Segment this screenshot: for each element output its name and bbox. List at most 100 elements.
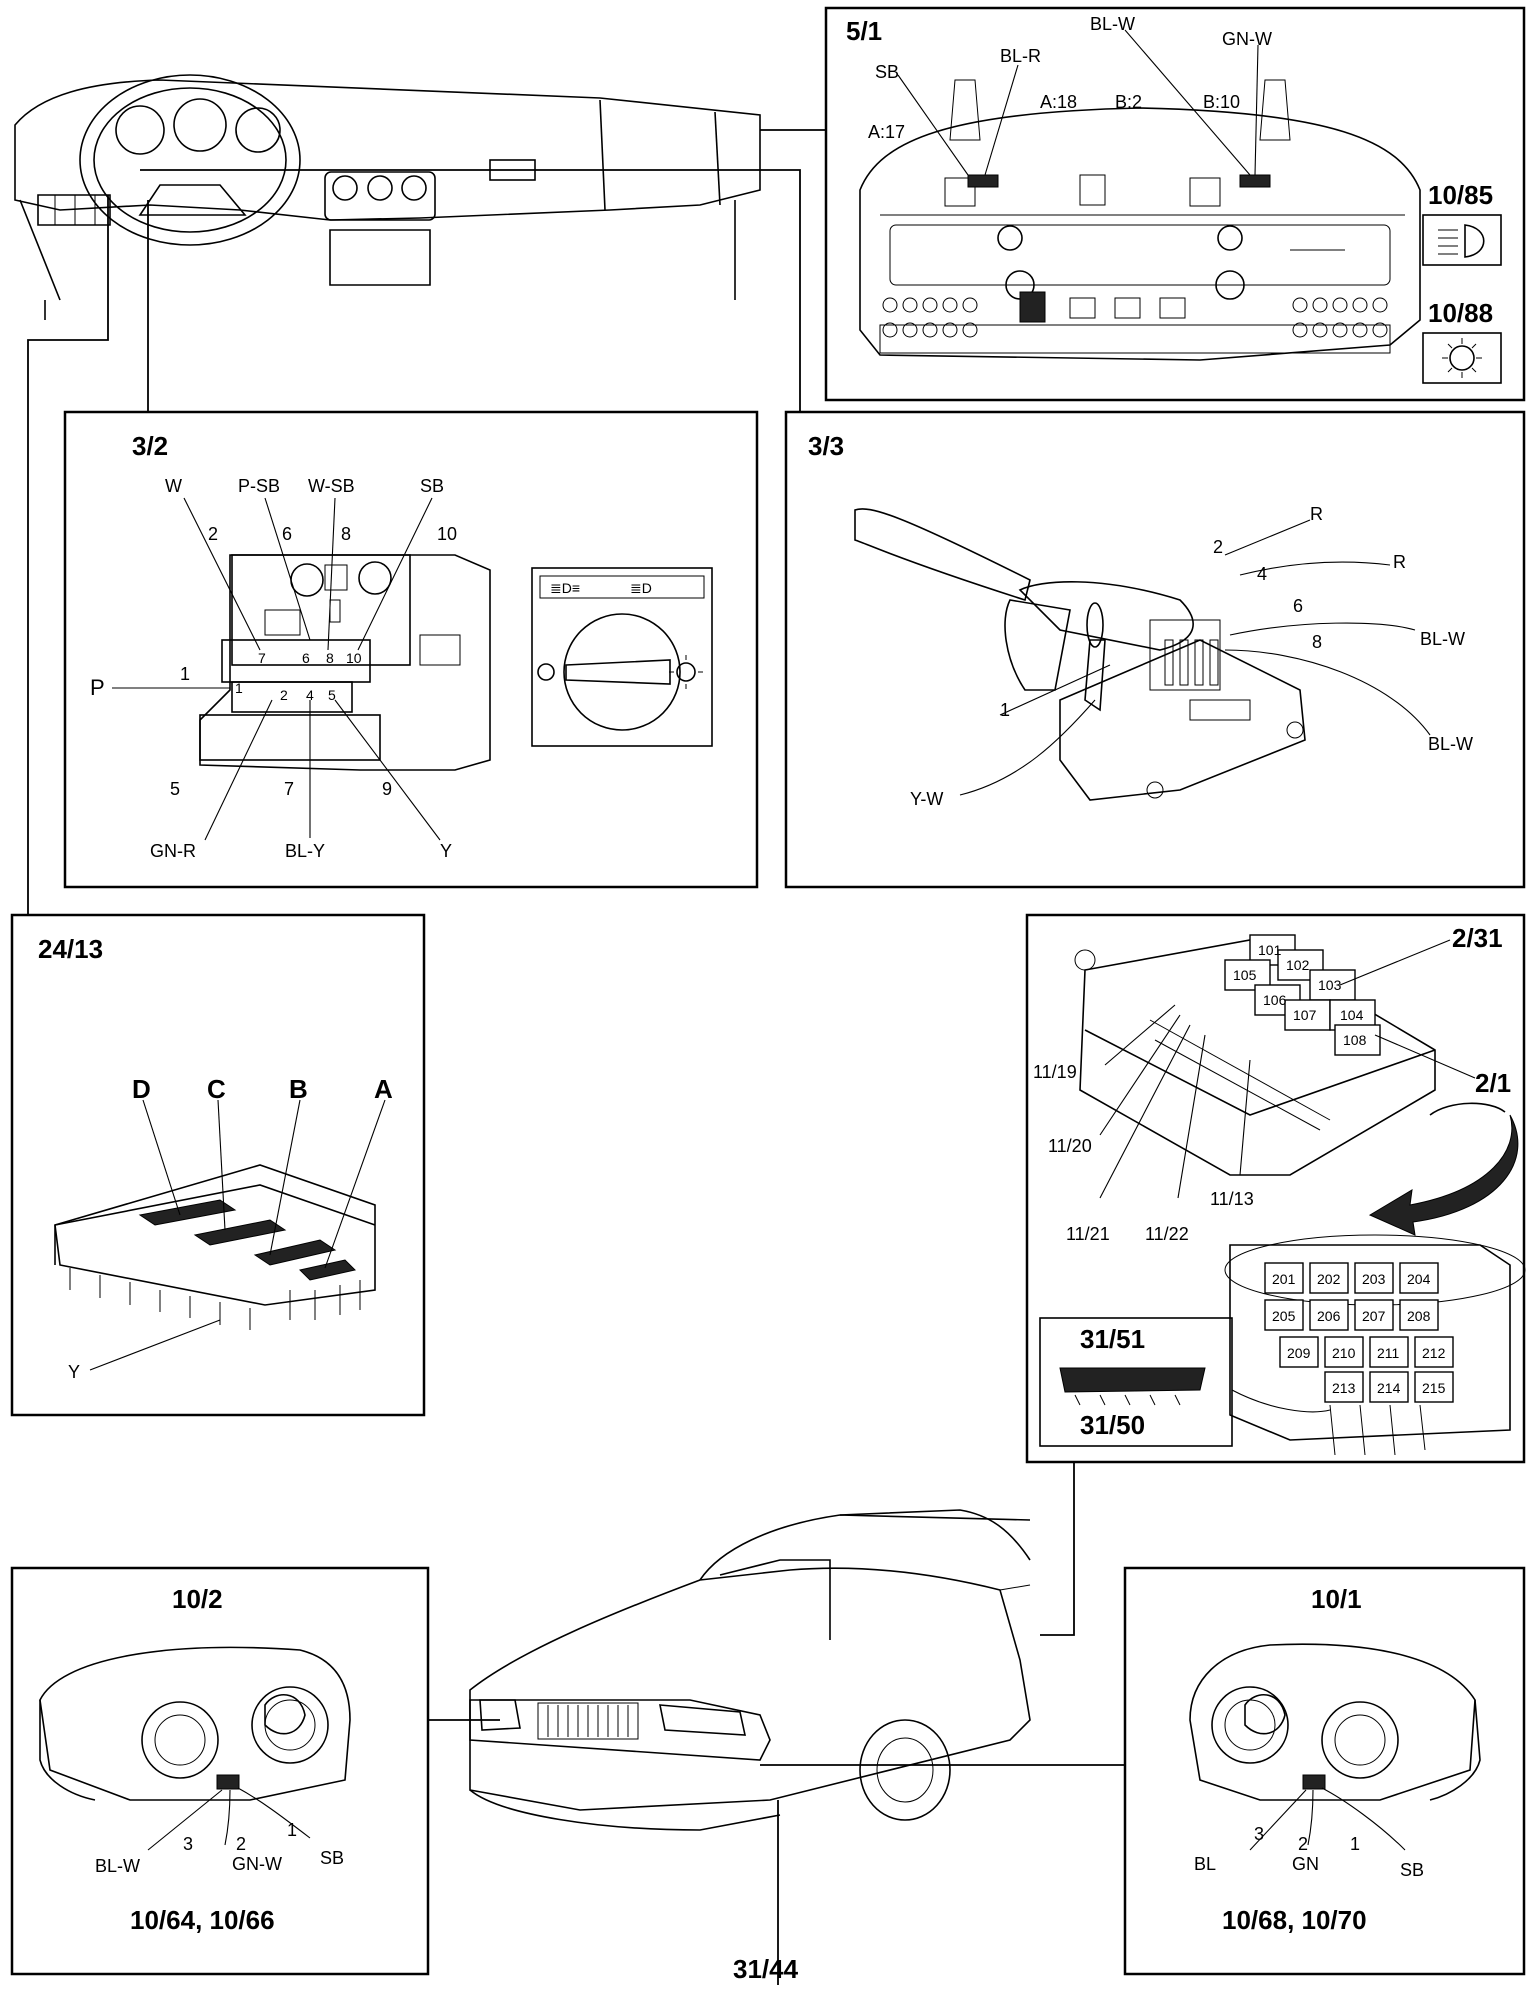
svg-text:5: 5	[328, 687, 336, 703]
relay-213: 213	[1332, 1380, 1356, 1396]
label-w: W	[165, 476, 182, 496]
relay-105: 105	[1233, 967, 1257, 983]
svg-text:2: 2	[280, 687, 288, 703]
label-11-20: 11/20	[1048, 1136, 1092, 1156]
connector-lines	[27, 129, 1125, 1985]
panel-3-3-title: 3/3	[808, 431, 844, 461]
label-pin-1: 1	[287, 1820, 297, 1840]
svg-text:6: 6	[302, 650, 310, 666]
label-pin-2: 2	[236, 1834, 246, 1854]
label-pin-2: 2	[1213, 537, 1223, 557]
svg-text:7: 7	[258, 650, 266, 666]
panel-31-51-title: 31/51	[1080, 1324, 1145, 1354]
label-bl-w: BL-W	[1090, 14, 1135, 34]
label-11-22: 11/22	[1145, 1224, 1189, 1244]
label-bl-y: BL-Y	[285, 841, 325, 861]
relay-203: 203	[1362, 1271, 1386, 1287]
label-pin-7: 7	[284, 779, 294, 799]
label-11-13: 11/13	[1210, 1189, 1254, 1209]
label-11-21: 11/21	[1066, 1224, 1110, 1244]
label-sb: SB	[875, 62, 899, 82]
switch-face	[531, 567, 713, 747]
label-y-w: Y-W	[910, 789, 943, 809]
label-gn-w: GN-W	[232, 1854, 282, 1874]
panel-3-2-title: 3/2	[132, 431, 168, 461]
relay-102: 102	[1286, 957, 1310, 973]
label-a18: A:18	[1040, 92, 1077, 112]
label-pin-2: 2	[208, 524, 218, 544]
panel-3-3: 3/3 R R BL-W BL-W Y-W 2 4 6 8 1	[784, 410, 1526, 889]
relay-208: 208	[1407, 1308, 1431, 1324]
label-a17: A:17	[868, 122, 905, 142]
relay-103: 103	[1318, 977, 1342, 993]
label-pin-5: 5	[170, 779, 180, 799]
front-wheel	[859, 1719, 951, 1821]
cluster-pins-right	[1292, 297, 1388, 338]
label-pin-1: 1	[180, 664, 190, 684]
label-bl: BL	[1194, 1854, 1216, 1874]
relay-214: 214	[1377, 1380, 1401, 1396]
relay-211: 211	[1377, 1345, 1400, 1361]
panel-2-31-title: 2/31	[1452, 923, 1503, 953]
label-y: Y	[440, 841, 452, 861]
label-a: A	[374, 1074, 393, 1104]
label-pin-10: 10	[437, 524, 457, 544]
panel-10-1-title: 10/1	[1311, 1584, 1362, 1614]
label-sb: SB	[420, 476, 444, 496]
panel-5-1: 5/1 SB	[824, 6, 1526, 402]
label-pin-3: 3	[1254, 1824, 1264, 1844]
svg-text:≣D: ≣D	[630, 580, 652, 596]
cluster-pins-left	[882, 297, 978, 338]
label-pin-9: 9	[382, 779, 392, 799]
relay-210: 210	[1332, 1345, 1356, 1361]
relay-201: 201	[1272, 1271, 1296, 1287]
grille	[537, 1702, 639, 1740]
relay-207: 207	[1362, 1308, 1386, 1324]
label-pin-6: 6	[282, 524, 292, 544]
label-pin-6: 6	[1293, 596, 1303, 616]
label-gn-w: GN-W	[1222, 29, 1272, 49]
panel-31-51-inset	[1039, 1317, 1233, 1447]
illumination-symbol-box	[1422, 332, 1502, 384]
label-11-19: 11/19	[1033, 1062, 1077, 1082]
label-w-sb: W-SB	[308, 476, 355, 496]
label-gn: GN	[1292, 1854, 1319, 1874]
label-pin-3: 3	[183, 1834, 193, 1854]
panel-24-13-title: 24/13	[38, 934, 103, 964]
relay-grid-bottom: 201 202 203 204 205 206 207 208 209 210 …	[1264, 1262, 1454, 1403]
label-pin-2: 2	[1298, 1834, 1308, 1854]
label-pin-4: 4	[1257, 564, 1267, 584]
car-illustration: 31/44	[469, 1509, 1031, 1984]
dashboard-illustration	[14, 74, 761, 320]
label-sb: SB	[1400, 1860, 1424, 1880]
svg-text:1: 1	[235, 680, 243, 696]
label-b: B	[289, 1074, 308, 1104]
label-pin-8: 8	[1312, 632, 1322, 652]
panel-31-50-title: 31/50	[1080, 1410, 1145, 1440]
panel-2-31: 2/31 2/1 101 102 103 104 105 106 107 108	[1025, 913, 1526, 1464]
svg-text:8: 8	[326, 650, 334, 666]
label-d: D	[132, 1074, 151, 1104]
relay-212: 212	[1422, 1345, 1446, 1361]
label-y: Y	[68, 1362, 80, 1382]
relay-215: 215	[1422, 1380, 1446, 1396]
label-r-1: R	[1310, 504, 1323, 524]
svg-text:≣D≡: ≣D≡	[550, 580, 580, 596]
label-bl-w-2: BL-W	[1428, 734, 1473, 754]
relay-107: 107	[1293, 1007, 1317, 1023]
label-pin-1: 1	[1350, 1834, 1360, 1854]
label-p: P	[90, 675, 105, 700]
label-b10: B:10	[1203, 92, 1240, 112]
relay-205: 205	[1272, 1308, 1296, 1324]
label-c: C	[207, 1074, 226, 1104]
panel-24-13: 24/13 D C B A Y	[10, 913, 426, 1417]
headlight-symbol-box	[1422, 214, 1502, 266]
svg-text:4: 4	[306, 687, 314, 703]
relay-grid-top: 101 102 103 104 105 106 107 108	[1224, 934, 1381, 1056]
relay-204: 204	[1407, 1271, 1431, 1287]
panel-5-1-title: 5/1	[846, 16, 882, 46]
relay-106: 106	[1263, 992, 1287, 1008]
label-p-sb: P-SB	[238, 476, 280, 496]
car-callout-31-44: 31/44	[733, 1954, 799, 1984]
